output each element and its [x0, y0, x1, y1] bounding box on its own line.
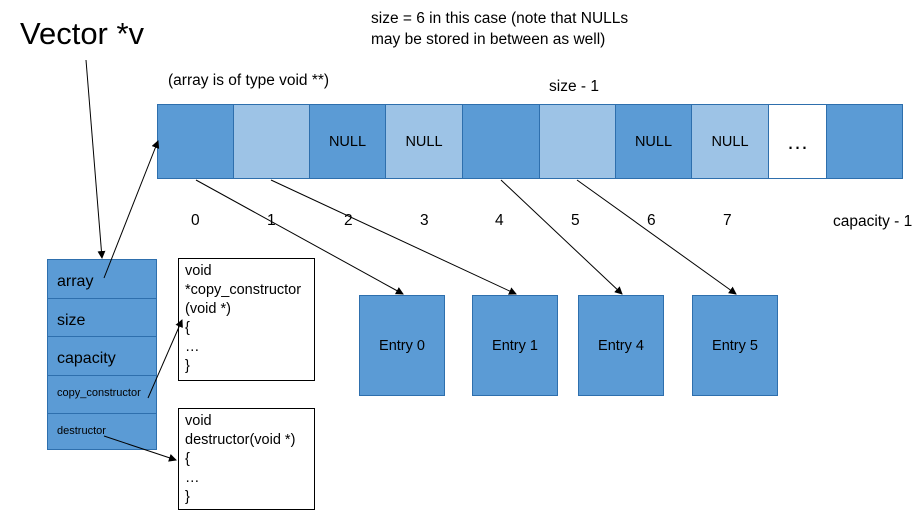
code-line: {: [185, 451, 190, 467]
destructor-code-box: void destructor(void *) { … }: [178, 408, 315, 510]
code-line: }: [185, 489, 190, 505]
index-label: 3: [420, 212, 429, 229]
arrow-cell0-to-entry0: [195, 179, 404, 295]
arrow-title-to-struct: [85, 59, 106, 259]
array-cell-6: NULL: [615, 104, 692, 179]
index-label: 5: [571, 212, 580, 229]
size-minus-one-label: size - 1: [549, 78, 599, 95]
array-cell-5: [539, 104, 616, 179]
struct-field-array: array: [57, 273, 94, 290]
entry-box-1: Entry 1: [472, 295, 558, 396]
copy-constructor-code-box: void *copy_constructor (void *) { … }: [178, 258, 315, 381]
array-cell-ellipsis: …: [768, 104, 827, 179]
struct-field-capacity: capacity: [48, 336, 156, 375]
arrow-cell5-to-entry5: [576, 179, 737, 295]
vector-struct: array size capacity copy_constructor des…: [47, 259, 157, 450]
code-line: …: [185, 470, 200, 486]
code-line: }: [185, 358, 190, 374]
array-cell-7: NULL: [691, 104, 769, 179]
code-line: *copy_constructor (void *): [185, 282, 302, 317]
entry-box-0: Entry 0: [359, 295, 445, 396]
code-line: void: [185, 263, 212, 279]
entry-box-5: Entry 5: [692, 295, 778, 396]
array-cell-last: [826, 104, 903, 179]
index-label: 2: [344, 212, 353, 229]
index-label: 7: [723, 212, 732, 229]
arrow-cell4-to-entry4: [500, 179, 623, 295]
entry-box-4: Entry 4: [578, 295, 664, 396]
index-label: 6: [647, 212, 656, 229]
code-line: …: [185, 339, 200, 355]
arrow-dtor-field-to-dtor-box: [103, 435, 177, 462]
struct-field-copy-constructor: copy_constructor: [48, 375, 156, 413]
array-cell-3: NULL: [385, 104, 463, 179]
arrow-copy-field-to-copy-box: [147, 319, 183, 399]
struct-field-size: size: [48, 298, 156, 336]
code-line: destructor(void *): [185, 432, 296, 448]
capacity-index-label: capacity - 1: [833, 213, 913, 230]
code-line: {: [185, 320, 190, 336]
code-line: void: [185, 413, 212, 429]
arrow-array-field-to-array: [103, 140, 160, 279]
index-label: 0: [191, 212, 200, 229]
size-note: size = 6 in this case (note that NULLs m…: [371, 10, 629, 48]
struct-field-destructor: destructor: [48, 413, 156, 449]
index-label: 1: [267, 212, 276, 229]
index-label: 4: [495, 212, 504, 229]
arrow-cell1-to-entry1: [270, 179, 517, 295]
diagram-title: Vector *v: [20, 16, 145, 51]
array-type-label: (array is of type void **): [168, 72, 330, 89]
array-cell-4: [462, 104, 540, 179]
